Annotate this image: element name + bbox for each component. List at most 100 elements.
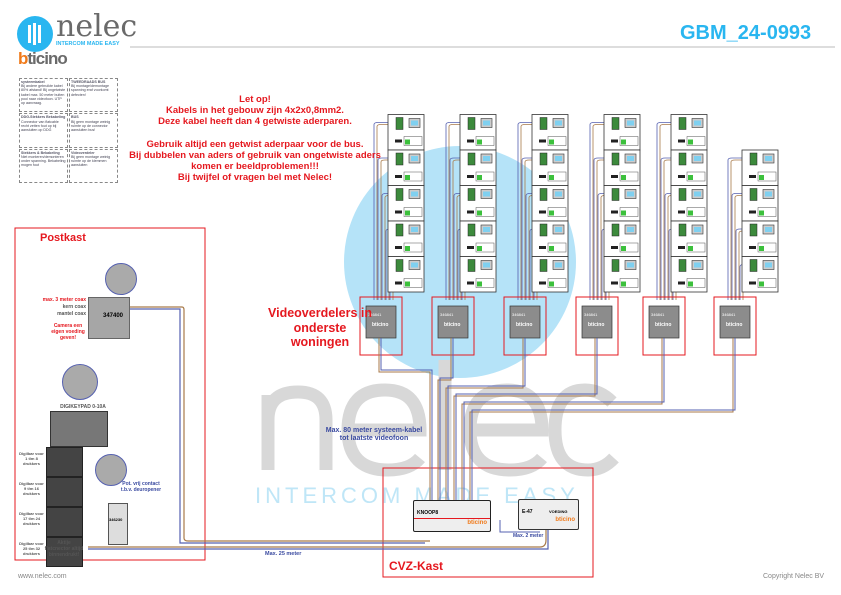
footer-copyright: Copyright Nelec BV	[763, 573, 825, 580]
terminal-block-icon	[395, 188, 404, 201]
display-module	[50, 411, 108, 447]
distributors-label: Videoverdelers in onderste woningen	[268, 306, 372, 349]
distributor-brand: bticino	[588, 322, 604, 328]
videophone-screen	[555, 191, 562, 197]
videophone-screen	[765, 156, 772, 161]
videophone-screen	[694, 191, 701, 197]
button-module-label: Digilbar voor 17 t/m 24 drukkers	[19, 511, 44, 526]
apartment-unit	[531, 114, 569, 151]
end-note: Aktije flatcnector altijd binnendrukt!	[44, 540, 84, 558]
connector-led	[688, 175, 693, 180]
connector-led	[759, 175, 764, 180]
distributor-brand: bticino	[372, 322, 388, 328]
connector-icon	[686, 278, 706, 288]
legend-cell-text: Connector van flatcable recht zetten fou…	[21, 119, 59, 132]
connector-icon	[686, 136, 706, 146]
cvz-box	[382, 467, 594, 578]
apartment-unit	[459, 114, 497, 151]
videophone-screen	[627, 156, 634, 161]
connector-icon	[475, 207, 495, 217]
connector-icon	[619, 171, 639, 182]
terminal-block-icon	[395, 152, 404, 166]
bus-cable-brown	[127, 306, 430, 542]
doorbell-icon	[539, 246, 546, 249]
connector-led	[688, 139, 693, 145]
footer-website[interactable]: www.nelec.com	[18, 573, 67, 580]
connector-icon	[757, 207, 777, 217]
connector-led	[477, 139, 482, 145]
apartment-unit	[387, 185, 425, 222]
connector-led	[477, 246, 482, 251]
apartment-unit	[459, 220, 497, 257]
doorbell-icon	[678, 281, 685, 285]
apartment-unit	[741, 256, 779, 293]
display-module-label: DIGIKEYPAD 0-10A	[60, 404, 106, 410]
cvz-link	[499, 520, 540, 533]
apartment-unit	[741, 220, 779, 257]
connector-icon	[547, 136, 567, 146]
apartment-unit	[603, 114, 641, 151]
terminal-block-icon	[678, 117, 687, 130]
doorbell-icon	[539, 175, 546, 178]
terminal-block-icon	[611, 117, 620, 130]
button-module	[46, 537, 83, 567]
terminal-block-icon	[678, 152, 687, 166]
warning-line: Kabels in het gebouw zijn 4x2x0,8mm2.	[166, 105, 344, 117]
button-module	[46, 447, 83, 477]
button-module-label: Digilbar voor 1 t/m 8 drukkers	[19, 451, 44, 466]
videophone-screen	[411, 120, 418, 126]
distributor-code: 346841	[584, 312, 598, 317]
distributor-code: 346841	[722, 312, 736, 317]
terminal-block-icon	[611, 259, 620, 272]
videophone-screen	[483, 191, 490, 197]
doorbell-icon	[467, 139, 474, 143]
terminal-block-icon	[395, 117, 404, 130]
postkast-box	[14, 227, 206, 561]
distributor-code: 346841	[368, 312, 382, 317]
connector-icon	[757, 171, 777, 182]
connector-led	[405, 281, 410, 287]
videophone-screen	[627, 227, 634, 232]
connector-led	[621, 139, 626, 145]
connector-icon	[757, 242, 777, 253]
distributor-brand: bticino	[444, 322, 460, 328]
connector-icon	[475, 171, 495, 182]
terminal-block-icon	[611, 188, 620, 201]
doorbell-icon	[611, 210, 618, 214]
apartment-unit	[603, 220, 641, 257]
apartment-unit	[387, 256, 425, 293]
legend-cell-title: TWEEDRAADS BUS	[71, 80, 106, 84]
bticino-logo: bbticinoticino	[18, 49, 68, 68]
connector-led	[621, 246, 626, 251]
connector-led	[405, 210, 410, 216]
trunk-cable-brown	[469, 338, 734, 500]
connector-led	[688, 210, 693, 216]
connector-icon	[619, 136, 639, 146]
doorbell-icon	[395, 281, 402, 285]
connector-led	[549, 210, 554, 216]
doorbell-icon	[611, 175, 618, 178]
terminal-block-icon	[467, 117, 476, 130]
connector-icon	[475, 242, 495, 253]
postkast-label: Postkast	[40, 232, 86, 244]
apartment-unit	[459, 185, 497, 222]
connector-led	[621, 210, 626, 216]
connector-icon	[547, 207, 567, 217]
terminal-block-icon	[467, 152, 476, 166]
videophone-screen	[765, 262, 772, 268]
apartment-unit	[603, 185, 641, 222]
connector-icon	[403, 278, 423, 288]
distributor-brand: bticino	[516, 322, 532, 328]
videophone-screen	[555, 156, 562, 161]
connector-led	[549, 281, 554, 287]
connector-led	[688, 281, 693, 287]
trunk-cable-blue	[380, 338, 433, 500]
relay-module: 346230	[108, 503, 128, 545]
